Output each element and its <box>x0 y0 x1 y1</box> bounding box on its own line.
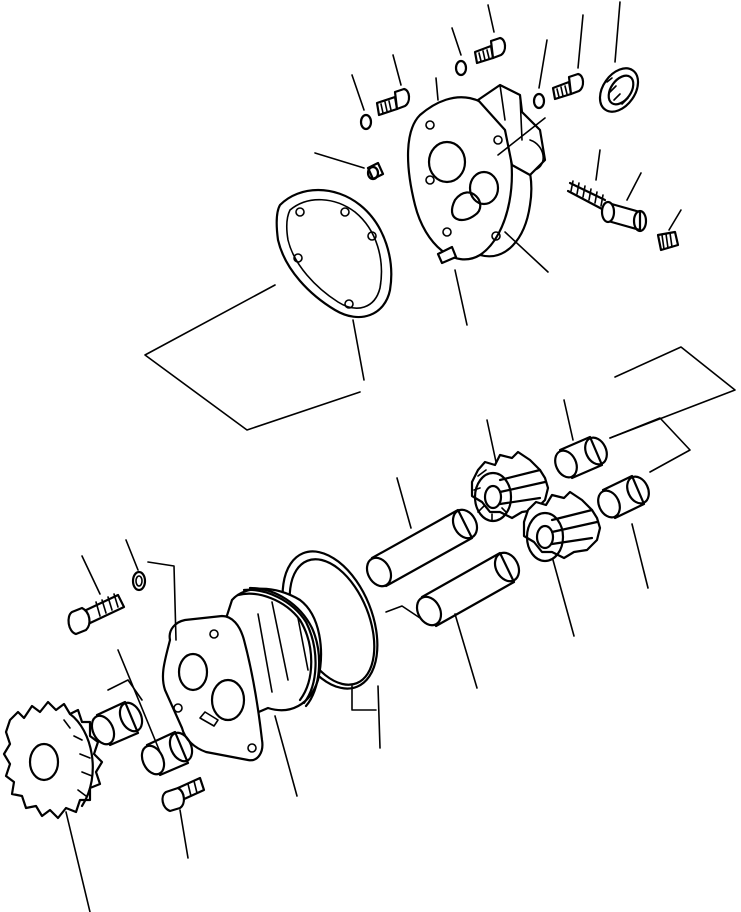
gear-shaft-1 <box>365 508 479 588</box>
bushing-right-2 <box>597 474 650 520</box>
group-bracket-shafts <box>351 605 421 711</box>
group-bracket-gears <box>609 346 736 473</box>
pump-cover <box>407 83 549 273</box>
bolt-top-3 <box>551 72 585 101</box>
bolt-bottom-2 <box>161 776 206 813</box>
bolt-bottom-1 <box>67 593 126 636</box>
bolt-top-1 <box>375 87 411 117</box>
lock-washers-top <box>359 59 546 131</box>
plug-screw <box>656 230 680 252</box>
dowel-pin-2 <box>436 245 458 265</box>
drive-gear-small-1 <box>470 450 550 523</box>
pump-body <box>161 586 323 762</box>
drive-gear-large <box>2 700 104 820</box>
group-bracket-bushings-left <box>107 649 161 753</box>
bushing-left-1 <box>90 700 144 747</box>
group-bracket-gasket <box>144 284 361 431</box>
gasket <box>275 188 393 319</box>
gear-shaft-2 <box>415 551 521 628</box>
leader-lines-top <box>314 1 682 381</box>
lock-washer-bottom <box>131 570 147 592</box>
leader-lines-bottom <box>65 399 649 912</box>
group-bracket-body <box>147 561 177 641</box>
relief-valve-sleeve <box>600 200 648 233</box>
bolt-top-2 <box>473 36 507 65</box>
oil-seal <box>598 67 640 113</box>
bushing-left-2 <box>140 730 194 777</box>
dowel-pin-1 <box>366 161 385 181</box>
bushing-right-1 <box>554 435 608 480</box>
drive-gear-small-2 <box>522 490 602 563</box>
relief-spring <box>566 180 607 211</box>
